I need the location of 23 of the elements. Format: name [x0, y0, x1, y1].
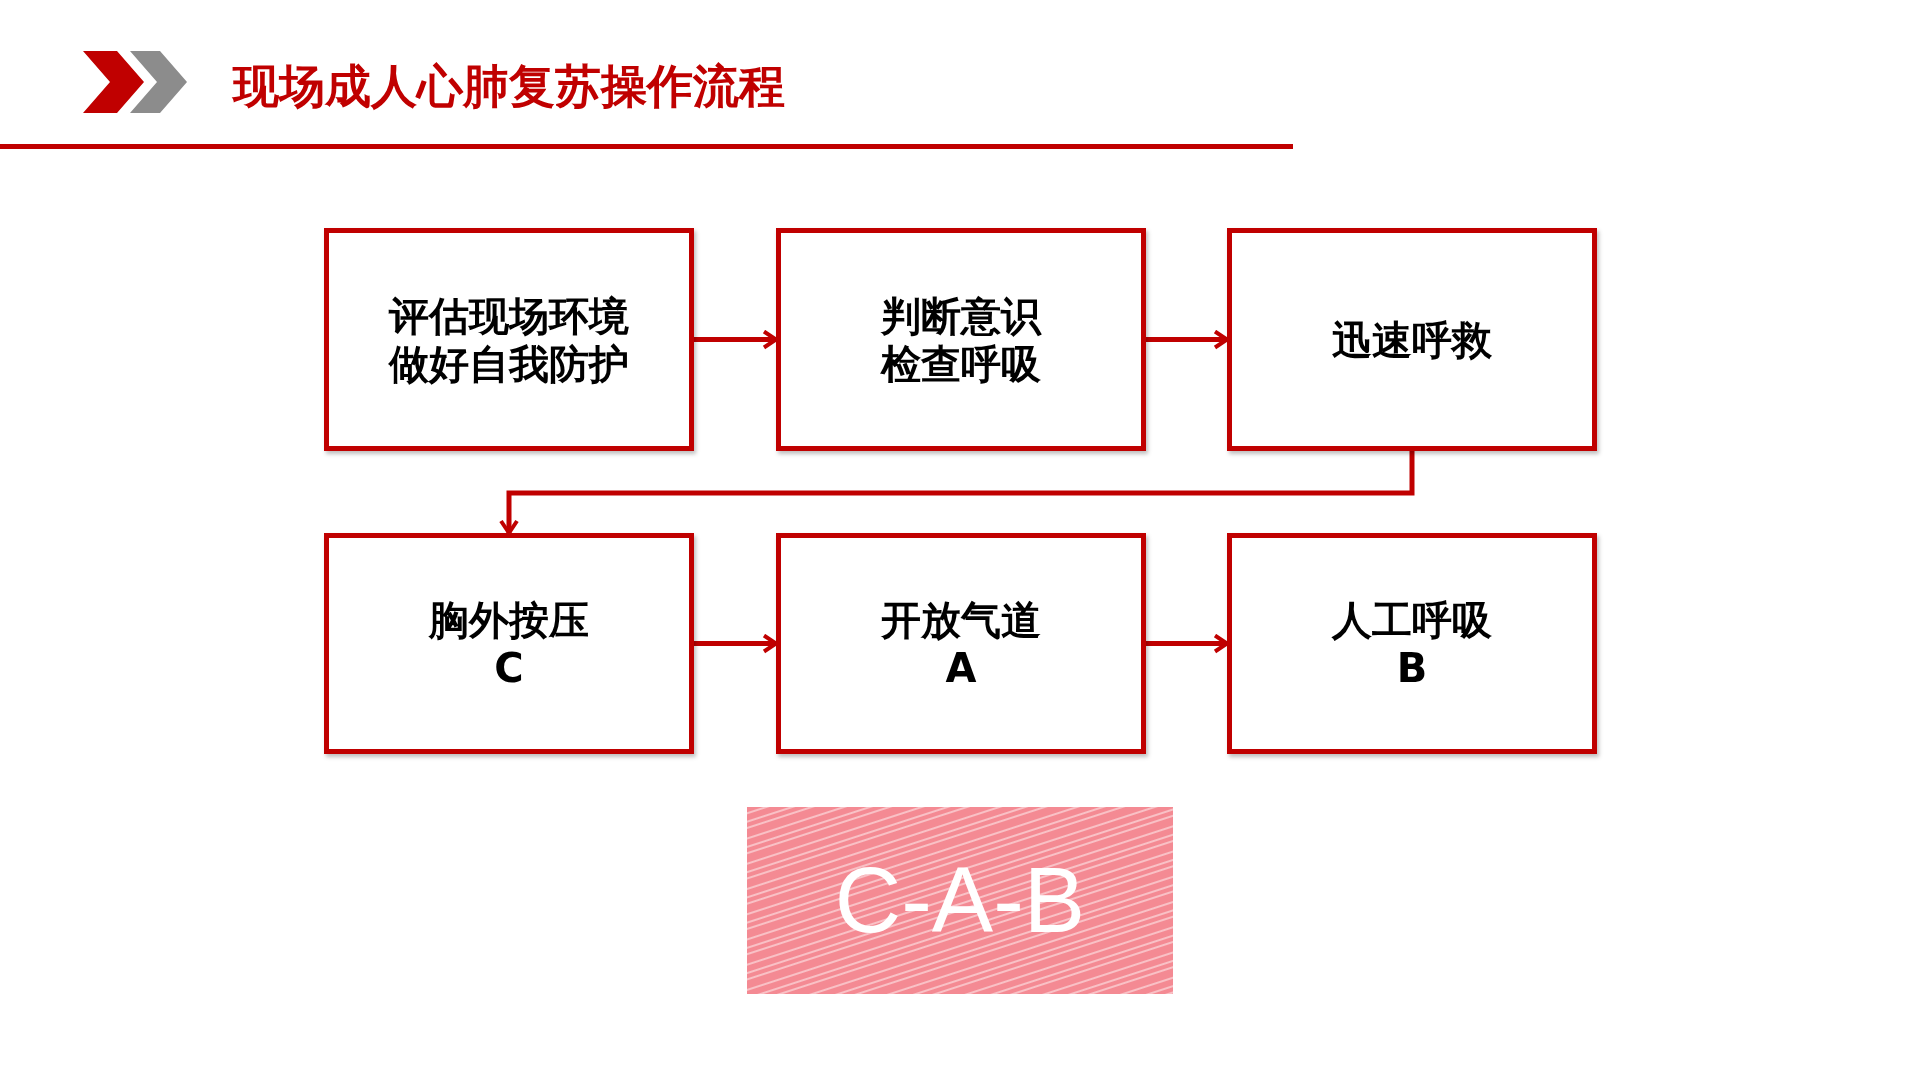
process-box: [1227, 228, 1597, 451]
box-label: C: [494, 643, 524, 692]
box-label: 判断意识检查呼吸: [879, 291, 1043, 388]
process-box: [776, 228, 1146, 451]
box-label: 开放气道: [881, 595, 1041, 644]
box-label: 评估现场环境做好自我防护: [387, 291, 630, 388]
box-label: B: [1396, 643, 1428, 692]
arrow: [694, 329, 778, 350]
highlight-block: [747, 807, 1173, 994]
box-label: 胸外按压: [429, 595, 589, 644]
box-label: A: [945, 643, 977, 692]
arrow: [1146, 633, 1229, 654]
arrow: [1146, 329, 1229, 350]
box-label: C-A-B: [834, 848, 1086, 954]
arrow: [694, 633, 778, 654]
title: 现场成人心肺复苏操作流程: [233, 58, 785, 115]
process-box: [324, 228, 694, 451]
box-label: 迅速呼救: [1332, 315, 1492, 364]
process-box: [776, 533, 1146, 754]
arrow: [499, 451, 1415, 535]
process-box: [324, 533, 694, 754]
box-label: 人工呼吸: [1332, 595, 1492, 644]
process-box: [1227, 533, 1597, 754]
